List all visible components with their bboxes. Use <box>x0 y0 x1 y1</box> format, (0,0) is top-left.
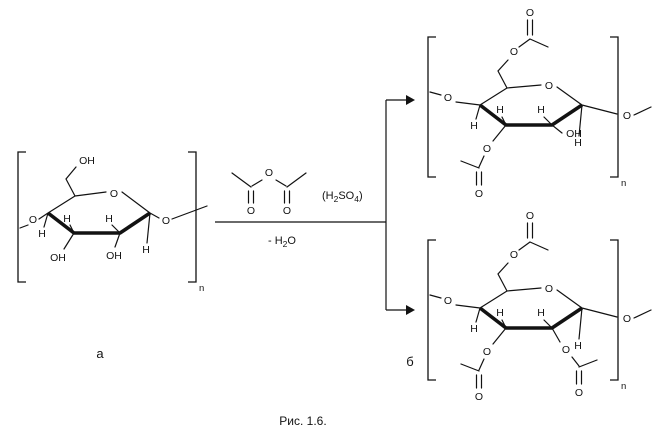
bonds <box>429 19 652 186</box>
ester-oxygen-label: O <box>265 167 273 179</box>
glycosidic-oxygen-label: O <box>162 215 170 227</box>
ring-front-bold-bonds <box>46 211 151 235</box>
right-bracket <box>610 36 619 178</box>
glycosidic-oxygen-label: O <box>623 313 631 325</box>
ring-oxygen-label: O <box>110 188 118 200</box>
hydrogen-label: H <box>537 307 545 319</box>
left-bracket <box>17 151 26 283</box>
hydroxyl-label: OH <box>79 155 95 167</box>
cellulose-unit-structure: n O OH H H H H OH OH O O а <box>17 151 208 361</box>
hydrogen-label: H <box>574 340 582 352</box>
glycosidic-oxygen-label: O <box>444 295 452 307</box>
carbonyl-oxygen-label: O <box>575 387 583 399</box>
bonds <box>429 222 652 389</box>
carbonyl-oxygen-label: O <box>247 205 255 217</box>
hydrogen-label: H <box>105 213 113 225</box>
arrowhead-top <box>406 95 415 105</box>
ester-oxygen-label: O <box>510 46 518 58</box>
repeat-subscript: n <box>621 381 626 392</box>
carbonyl-oxygen-label: O <box>475 188 483 200</box>
left-bracket <box>427 239 436 381</box>
carbonyl-oxygen-label: O <box>283 205 291 217</box>
ester-oxygen-label: O <box>562 344 570 356</box>
hydrogen-label: H <box>38 228 46 240</box>
arrow-lines <box>215 99 406 311</box>
left-bracket <box>427 36 436 178</box>
ring-front-bold-bonds <box>478 103 583 127</box>
glycosidic-oxygen-label: O <box>444 92 452 104</box>
carbonyl-oxygen-label: O <box>526 210 534 222</box>
hydrogen-label: H <box>470 323 478 335</box>
ester-oxygen-label: O <box>483 346 491 358</box>
glycosidic-oxygen-label: O <box>29 214 37 226</box>
catalyst-text: (H2SO4) <box>322 190 363 204</box>
hydrogen-label: H <box>63 213 71 225</box>
hydrogen-label: H <box>142 244 150 256</box>
label-b: б <box>406 354 413 369</box>
acetic-anhydride-structure: O O O <box>231 167 307 217</box>
product-triacetate-structure: n O O O H H H H O O O O O O <box>427 210 652 403</box>
ring-oxygen-label: O <box>545 283 553 295</box>
product-diacetate-structure: n O O O H H H H OH O O O O <box>427 7 652 200</box>
hydroxyl-label: OH <box>106 250 122 262</box>
reaction-arrows: (H2SO4) - H2O <box>215 95 415 315</box>
ester-oxygen-label: O <box>483 143 491 155</box>
repeat-subscript: n <box>199 283 204 294</box>
bonds <box>19 166 208 250</box>
hydroxyl-label: OH <box>566 128 582 140</box>
ester-oxygen-label: O <box>510 249 518 261</box>
hydroxyl-label: OH <box>50 252 66 264</box>
bonds <box>231 172 307 204</box>
hydrogen-label: H <box>496 104 504 116</box>
glycosidic-oxygen-label: O <box>623 110 631 122</box>
right-bracket <box>610 239 619 381</box>
ring-front-bold-bonds <box>478 306 583 330</box>
hydrogen-label: H <box>574 137 582 149</box>
carbonyl-oxygen-label: O <box>526 7 534 19</box>
hydrogen-label: H <box>470 120 478 132</box>
carbonyl-oxygen-label: O <box>475 391 483 403</box>
ring-oxygen-label: O <box>545 80 553 92</box>
hydrogen-label: H <box>537 104 545 116</box>
right-bracket <box>188 151 197 283</box>
label-a: а <box>96 346 104 361</box>
repeat-subscript: n <box>621 178 626 189</box>
figure-caption: Рис. 1.6. <box>279 414 326 428</box>
hydrogen-label: H <box>496 307 504 319</box>
arrowhead-bottom <box>406 305 415 315</box>
byproduct-text: - H2O <box>268 235 296 249</box>
